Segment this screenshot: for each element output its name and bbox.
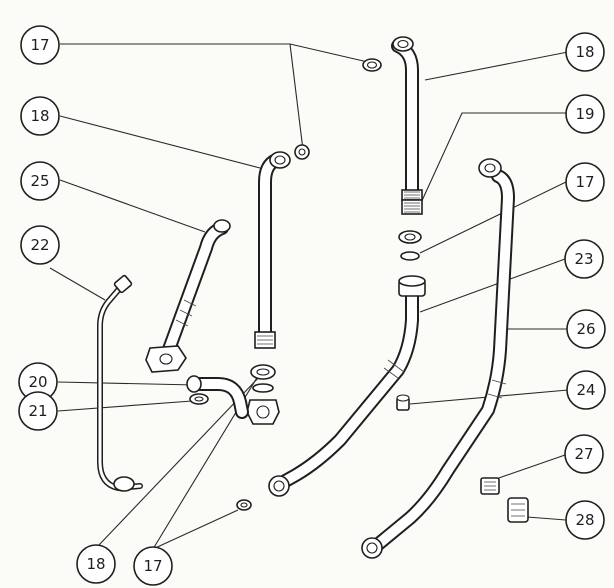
part-25-pipe bbox=[145, 219, 231, 373]
svg-text:24: 24 bbox=[576, 381, 595, 399]
leader-25 bbox=[59, 179, 206, 233]
svg-text:17: 17 bbox=[30, 36, 49, 54]
leader-21 bbox=[57, 400, 193, 412]
svg-text:28: 28 bbox=[575, 511, 594, 529]
part-24-fitting bbox=[396, 394, 410, 411]
callout-25: 25 bbox=[20, 161, 60, 201]
leader-23 bbox=[419, 258, 566, 313]
part-17-ring-top-hole bbox=[366, 61, 378, 69]
svg-text:18: 18 bbox=[30, 107, 49, 125]
part-17-ring-elbow-hole bbox=[298, 148, 306, 156]
part-21-ring-hole bbox=[194, 396, 204, 402]
svg-text:23: 23 bbox=[574, 250, 593, 268]
leader-17b-1 bbox=[152, 509, 239, 550]
svg-text:26: 26 bbox=[576, 320, 595, 338]
part-23-pipe bbox=[268, 275, 426, 497]
svg-text:19: 19 bbox=[575, 105, 594, 123]
leader-28 bbox=[526, 516, 567, 521]
svg-text:18: 18 bbox=[575, 43, 594, 61]
callout-23: 23 bbox=[564, 239, 604, 279]
leader-17a-1 bbox=[60, 43, 373, 64]
leader-18a bbox=[59, 115, 261, 169]
svg-text:17: 17 bbox=[575, 173, 594, 191]
callout-21: 21 bbox=[18, 391, 58, 431]
part-17-ring-left-hole bbox=[256, 368, 270, 376]
callout-22: 22 bbox=[20, 225, 60, 265]
part-26-pipe bbox=[361, 158, 515, 559]
callout-18a: 18 bbox=[20, 96, 60, 136]
part-18-left-tube bbox=[254, 151, 291, 349]
leader-19 bbox=[419, 112, 568, 206]
part-17-ring-right-hole bbox=[404, 233, 416, 241]
part-19-fitting bbox=[401, 199, 423, 215]
leader-20 bbox=[57, 381, 197, 386]
part-20-elbow bbox=[186, 375, 249, 419]
part-17-ring-bottom-hole bbox=[240, 502, 248, 508]
leader-18c bbox=[424, 51, 569, 81]
leader-17c bbox=[419, 180, 569, 254]
leader-17a-2 bbox=[289, 43, 304, 151]
part-27-nut bbox=[480, 477, 500, 495]
part-22-rod bbox=[97, 274, 143, 492]
callout-28: 28 bbox=[565, 500, 605, 540]
part-17-washer-right bbox=[400, 251, 420, 261]
leader-22 bbox=[49, 267, 106, 301]
svg-text:20: 20 bbox=[28, 373, 47, 391]
callout-17c: 17 bbox=[565, 162, 605, 202]
svg-text:21: 21 bbox=[28, 402, 47, 420]
svg-text:25: 25 bbox=[30, 172, 49, 190]
callout-18b: 18 bbox=[76, 544, 116, 584]
svg-text:17: 17 bbox=[143, 557, 162, 575]
callout-20: 20 bbox=[18, 362, 58, 402]
callout-18c: 18 bbox=[565, 32, 605, 72]
callout-19: 19 bbox=[565, 94, 605, 134]
callout-17a: 17 bbox=[20, 25, 60, 65]
callout-24: 24 bbox=[566, 370, 606, 410]
part-18-nut bbox=[246, 399, 280, 425]
part-17-washer-left bbox=[252, 383, 274, 393]
part-28-clip bbox=[507, 497, 529, 523]
part-18-right-tube bbox=[391, 36, 423, 201]
callout-17b: 17 bbox=[133, 546, 173, 586]
callout-27: 27 bbox=[564, 434, 604, 474]
callout-26: 26 bbox=[566, 309, 606, 349]
leader-27 bbox=[492, 454, 566, 481]
svg-text:22: 22 bbox=[30, 236, 49, 254]
svg-text:27: 27 bbox=[574, 445, 593, 463]
svg-text:18: 18 bbox=[86, 555, 105, 573]
